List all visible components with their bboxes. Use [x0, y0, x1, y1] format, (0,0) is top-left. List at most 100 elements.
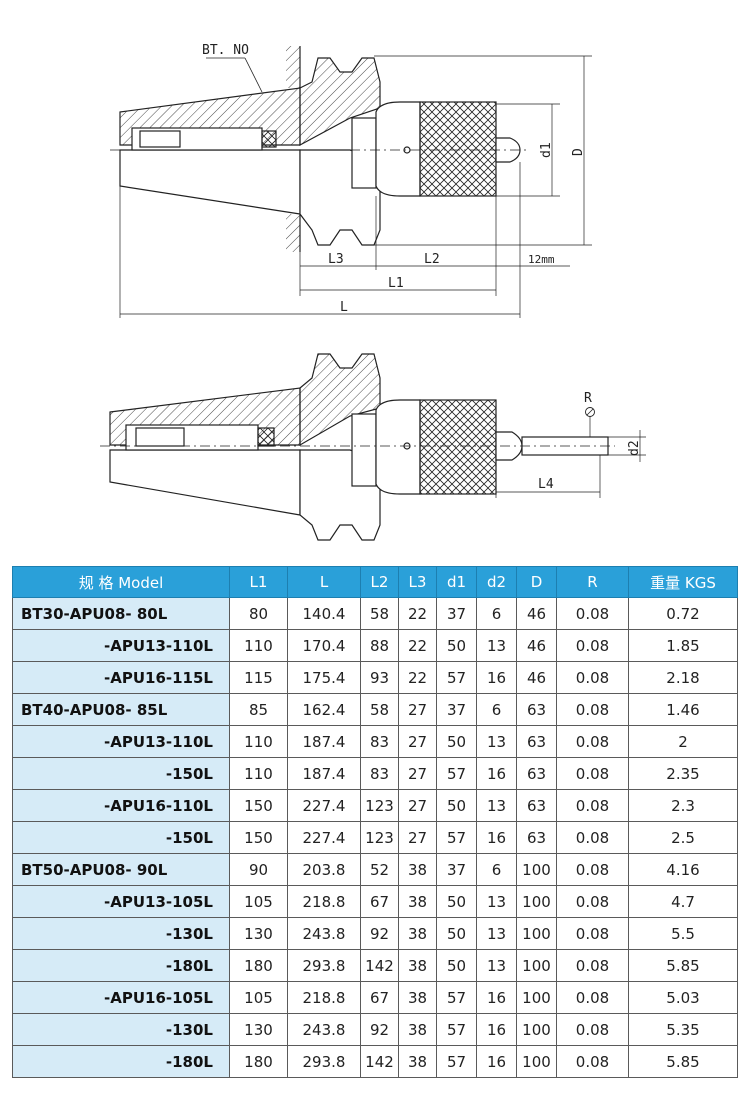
- cell-l: 218.8: [287, 981, 361, 1014]
- header-model: 规 格 Model: [12, 566, 230, 598]
- cell-big-d: 46: [516, 597, 557, 630]
- spec-table: 规 格 Model L1 L L2 L3 d1 d2 D R 重量 KGS BT…: [12, 566, 738, 1078]
- cell-weight: 0.72: [628, 597, 738, 630]
- cell-d1: 37: [436, 693, 477, 726]
- cell-d2: 16: [476, 821, 517, 854]
- cell-l: 187.4: [287, 725, 361, 758]
- cell-r: 0.08: [556, 629, 629, 662]
- cell-l2: 83: [360, 757, 399, 790]
- cell-l1: 130: [229, 1013, 288, 1046]
- spindle-wall: [286, 46, 301, 252]
- collar-2: [351, 413, 377, 487]
- cell-weight: 5.03: [628, 981, 738, 1014]
- cell-l2: 123: [360, 821, 399, 854]
- header-l1: L1: [229, 566, 288, 598]
- cell-l: 243.8: [287, 917, 361, 950]
- cell-model: -180L: [12, 1045, 230, 1078]
- label-l4: L4: [538, 477, 554, 492]
- cell-l: 170.4: [287, 629, 361, 662]
- cell-l2: 83: [360, 725, 399, 758]
- cell-l1: 110: [229, 725, 288, 758]
- flange-upper: [299, 57, 381, 147]
- cell-l1: 115: [229, 661, 288, 694]
- cell-d2: 16: [476, 1013, 517, 1046]
- cell-model: -APU13-110L: [12, 629, 230, 662]
- cell-weight: 4.7: [628, 885, 738, 918]
- cell-l3: 22: [398, 629, 437, 662]
- cell-d1: 50: [436, 725, 477, 758]
- cell-l3: 27: [398, 693, 437, 726]
- cell-l2: 92: [360, 917, 399, 950]
- cell-model: -APU16-105L: [12, 981, 230, 1014]
- cell-d2: 13: [476, 917, 517, 950]
- cell-l: 187.4: [287, 757, 361, 790]
- label-big-d: D: [571, 148, 586, 156]
- cell-l1: 90: [229, 853, 288, 886]
- cell-model: BT30-APU08- 80L: [12, 597, 230, 630]
- cell-big-d: 63: [516, 757, 557, 790]
- cell-d2: 6: [476, 693, 517, 726]
- cell-l2: 142: [360, 949, 399, 982]
- cell-l3: 27: [398, 789, 437, 822]
- cell-weight: 2: [628, 725, 738, 758]
- label-gap: 12mm: [528, 253, 555, 266]
- cell-big-d: 63: [516, 693, 557, 726]
- header-big-d: D: [516, 566, 557, 598]
- header-d2: d2: [476, 566, 517, 598]
- cell-l: 293.8: [287, 949, 361, 982]
- cell-d1: 37: [436, 597, 477, 630]
- cell-big-d: 100: [516, 885, 557, 918]
- cell-l2: 58: [360, 597, 399, 630]
- cell-l: 243.8: [287, 1013, 361, 1046]
- cell-weight: 5.85: [628, 949, 738, 982]
- cell-model: -180L: [12, 949, 230, 982]
- cell-l1: 110: [229, 757, 288, 790]
- cell-d1: 37: [436, 853, 477, 886]
- cell-l: 218.8: [287, 885, 361, 918]
- cell-l1: 180: [229, 949, 288, 982]
- cell-r: 0.08: [556, 725, 629, 758]
- cell-d2: 6: [476, 853, 517, 886]
- header-d1: d1: [436, 566, 477, 598]
- chuck-body-2: [375, 399, 421, 495]
- cell-l1: 150: [229, 821, 288, 854]
- cell-d1: 57: [436, 661, 477, 694]
- header-l3: L3: [398, 566, 437, 598]
- cell-big-d: 100: [516, 1045, 557, 1078]
- cell-l3: 38: [398, 981, 437, 1014]
- header-r: R: [556, 566, 629, 598]
- cell-r: 0.08: [556, 757, 629, 790]
- cell-l: 227.4: [287, 821, 361, 854]
- cell-model: BT50-APU08- 90L: [12, 853, 230, 886]
- cell-d1: 57: [436, 821, 477, 854]
- cell-l: 175.4: [287, 661, 361, 694]
- cell-big-d: 63: [516, 725, 557, 758]
- cell-big-d: 100: [516, 853, 557, 886]
- cell-weight: 4.16: [628, 853, 738, 886]
- cell-weight: 5.5: [628, 917, 738, 950]
- drawing-canvas: BT. NO d1 D L3 L2 12mm L1 L R d2 L4: [100, 43, 646, 541]
- cell-l3: 38: [398, 885, 437, 918]
- cell-weight: 5.85: [628, 1045, 738, 1078]
- cell-r: 0.08: [556, 1013, 629, 1046]
- cell-l3: 27: [398, 725, 437, 758]
- cell-l3: 27: [398, 821, 437, 854]
- cell-big-d: 63: [516, 821, 557, 854]
- cell-d1: 50: [436, 949, 477, 982]
- cell-d2: 13: [476, 725, 517, 758]
- cell-l2: 142: [360, 1045, 399, 1078]
- cell-weight: 2.5: [628, 821, 738, 854]
- cell-r: 0.08: [556, 885, 629, 918]
- thread-block-2: [257, 427, 275, 447]
